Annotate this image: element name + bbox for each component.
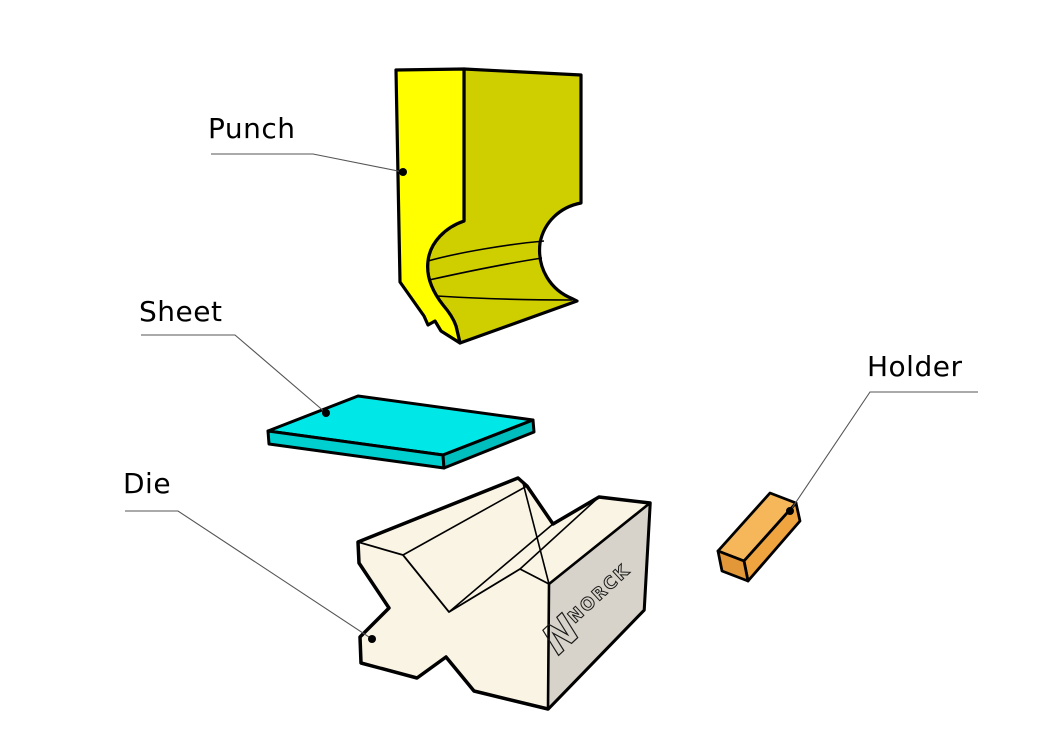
sheet-leader-line: [141, 334, 327, 414]
sheet-leader-dot: [322, 409, 330, 417]
die-right-crest-edge: [519, 496, 600, 570]
die-label: Die: [123, 467, 172, 500]
punch-neck-edge-lower: [428, 257, 543, 281]
die-leader-dot: [368, 635, 376, 643]
holder-shape: [716, 491, 802, 583]
sheet-shape: [266, 394, 536, 470]
punch-foot-edge: [436, 295, 573, 301]
punch-neck-edge-upper: [427, 240, 545, 262]
leader-dots: [322, 168, 794, 643]
die-ridge-end-edge: [522, 482, 550, 585]
holder-leader-dot: [786, 507, 794, 515]
die-left-crest-edge: [402, 485, 528, 556]
die-leader-line: [125, 510, 373, 640]
holder-label: Holder: [867, 350, 963, 383]
holder-leader-line: [789, 391, 978, 512]
punch-shape: [394, 67, 583, 345]
punch-front-face: [394, 67, 466, 345]
punch-leader-line: [211, 153, 404, 173]
holder-end-face: [716, 549, 750, 583]
die-end-face: [546, 501, 652, 711]
sheet-label: Sheet: [139, 295, 223, 328]
die-valley-edge: [448, 523, 554, 613]
punch-label: Punch: [208, 112, 296, 145]
punch-leader-dot: [399, 168, 407, 176]
leader-lines: [125, 153, 978, 640]
die-shape: N NORCK: [356, 476, 652, 711]
sheet-front-right-face: [441, 418, 536, 470]
